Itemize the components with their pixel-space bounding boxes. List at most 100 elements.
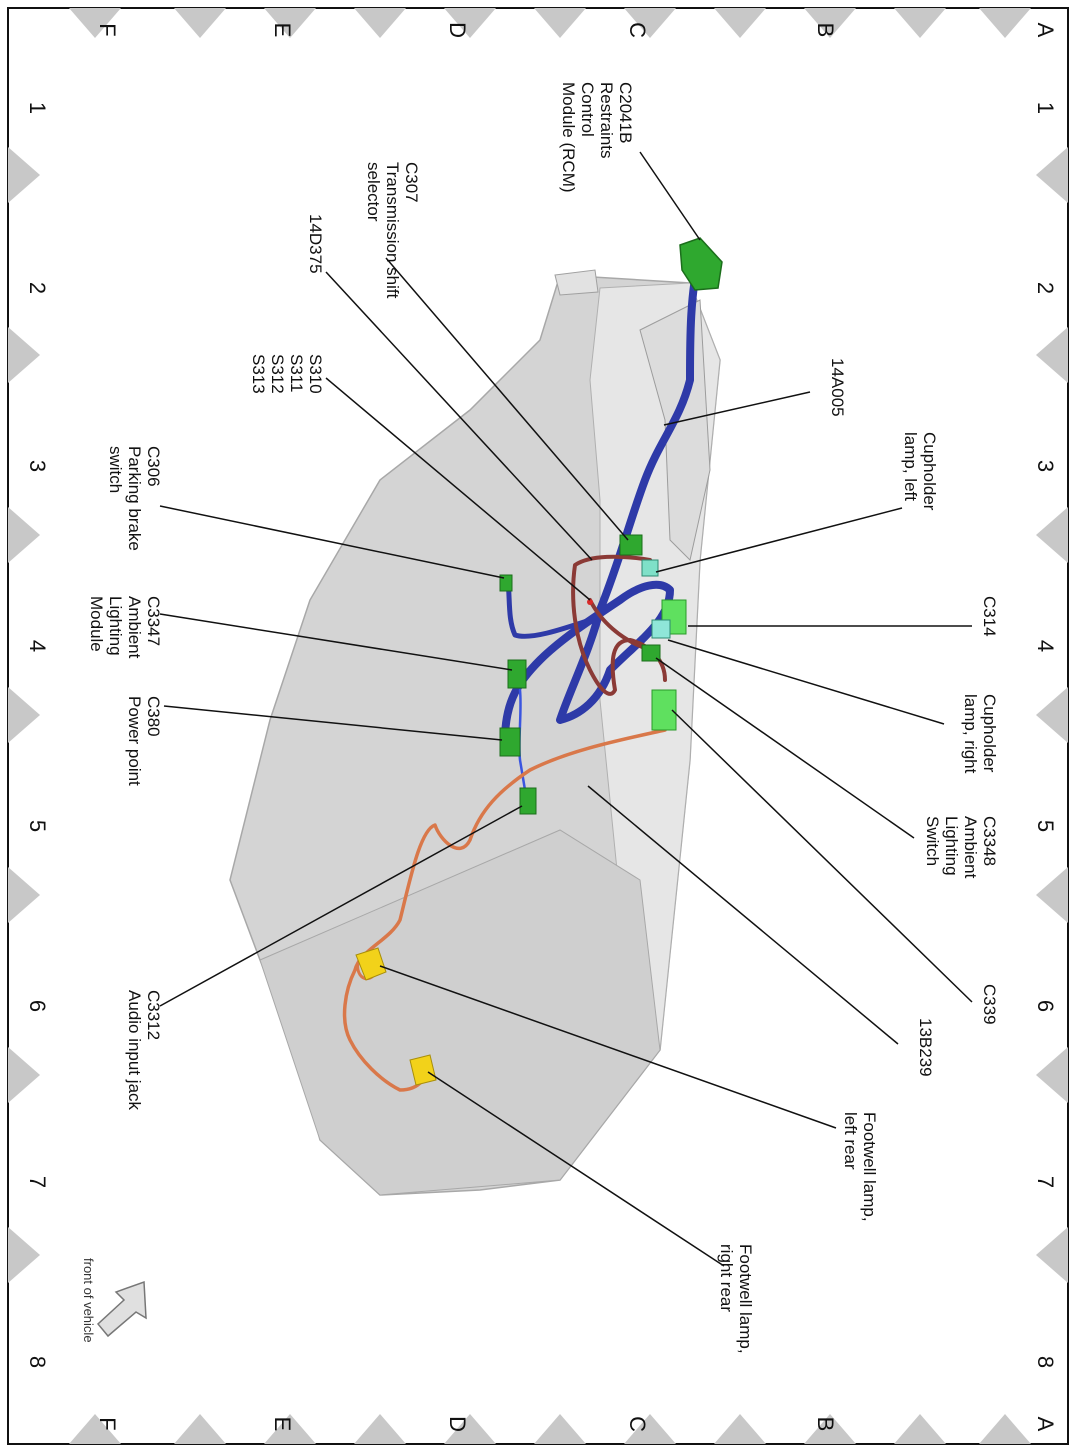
leader-c380 [163, 705, 503, 741]
grid-row-label-bottom: E [270, 1417, 295, 1432]
callout-line: Transmission shift [383, 162, 402, 299]
callout-line: C3347 [144, 596, 163, 646]
connector-footwell-left [355, 947, 387, 981]
callout-line: C339 [980, 984, 999, 1025]
zone-marker-right [1036, 687, 1068, 743]
callout-line: C3348 [980, 816, 999, 866]
connector-c306 [499, 574, 513, 592]
zone-marker-bottom [624, 1414, 676, 1444]
callout-line: S310 [306, 354, 325, 394]
callout-line: Module [87, 596, 106, 652]
callout-line: Restraints [597, 82, 616, 159]
grid-column-label-left: 1 [25, 102, 50, 114]
callout-line: Audio input jack [125, 990, 144, 1111]
grid-column-label-left: 3 [25, 460, 50, 472]
callout-line: C380 [144, 696, 163, 737]
connector-cupholder-right [651, 619, 671, 639]
grid-column-label-left: 8 [25, 1356, 50, 1368]
grid-row-label-bottom: F [95, 1417, 120, 1430]
callout-line: Footwell lamp, [860, 1112, 879, 1222]
connector-c3312 [519, 787, 537, 815]
zone-marker-left [8, 867, 40, 923]
callout-line: selector [364, 162, 383, 222]
zone-marker-left [8, 507, 40, 563]
zone-marker-left [8, 147, 40, 203]
leader-s310 [325, 377, 591, 601]
connector-footwell-right [409, 1054, 437, 1086]
leader-lines [159, 151, 973, 1267]
grid-column-label-right: 4 [1033, 640, 1058, 652]
callout-14a005: 14A005 [828, 358, 847, 417]
callout-c314: C314 [980, 596, 999, 637]
callout-line: Lighting [942, 816, 961, 876]
grid-column-label-right: 3 [1033, 460, 1058, 472]
grid-row-label-bottom: A [1033, 1417, 1058, 1432]
splice-s310 [587, 599, 593, 605]
zone-marker-right [1036, 867, 1068, 923]
leader-c339 [671, 709, 973, 1003]
callout-line: C306 [144, 446, 163, 487]
callout-line: C314 [980, 596, 999, 637]
zone-marker-top [69, 8, 121, 38]
leader-14d375 [325, 271, 593, 561]
callout-line: S313 [249, 354, 268, 394]
console-armrest [259, 829, 661, 1196]
zone-marker-top [264, 8, 316, 38]
callout-line: C307 [402, 162, 421, 203]
leader-c3347 [159, 613, 513, 671]
callout-line: Power point [125, 696, 144, 786]
connector-c2041b [679, 237, 723, 291]
leader-14a005 [663, 391, 811, 426]
grid-row-label-bottom: D [445, 1416, 470, 1432]
leader-c3348 [655, 657, 915, 839]
grid-column-label-left: 2 [25, 282, 50, 294]
zone-marker-top [714, 8, 766, 38]
callout-14d375: 14D375 [306, 214, 325, 274]
grid-row-label-top: D [445, 22, 470, 38]
connector-cupholder-left [641, 559, 659, 577]
zone-marker-right [1036, 327, 1068, 383]
zone-marker-bottom [894, 1414, 946, 1444]
connector-c380 [499, 727, 521, 757]
zone-marker-right [1036, 1227, 1068, 1283]
zone-marker-bottom [354, 1414, 406, 1444]
callout-line: 13B239 [916, 1018, 935, 1077]
callout-line: Lighting [106, 596, 125, 656]
leader-cuph-left [655, 507, 903, 573]
zone-marker-top [354, 8, 406, 38]
grid-column-label-right: 7 [1033, 1176, 1058, 1188]
callout-line: Switch [923, 816, 942, 866]
harness-orange [342, 728, 667, 1092]
callout-line: C2041B [616, 82, 635, 143]
grid-row-label-top: C [625, 22, 650, 38]
callout-line: 14D375 [306, 214, 325, 274]
leader-13b239 [587, 785, 899, 1045]
callout-line: Cupholder [920, 432, 939, 511]
zone-marker-left [8, 1227, 40, 1283]
callout-c339: C339 [980, 984, 999, 1025]
front-of-vehicle-indicator: front of vehicle [81, 1258, 147, 1343]
zone-marker-top [624, 8, 676, 38]
leader-c3312 [159, 805, 523, 1007]
callout-foot-right: Footwell lamp,right rear [717, 1244, 755, 1354]
harness-brown [571, 554, 667, 696]
grid-column-label-right: 1 [1033, 102, 1058, 114]
grid-row-label-bottom: C [625, 1416, 650, 1432]
callout-line: switch [106, 446, 125, 493]
zone-marker-top [979, 8, 1031, 38]
zone-marker-left [8, 327, 40, 383]
grid-row-label-top: F [95, 23, 120, 36]
zone-marker-bottom [979, 1414, 1031, 1444]
grid-row-label-top: A [1033, 23, 1058, 38]
callout-line: Control [578, 82, 597, 137]
callout-line: S311 [287, 354, 306, 392]
connector-c3348 [641, 644, 661, 662]
zone-markers [8, 8, 1068, 1444]
